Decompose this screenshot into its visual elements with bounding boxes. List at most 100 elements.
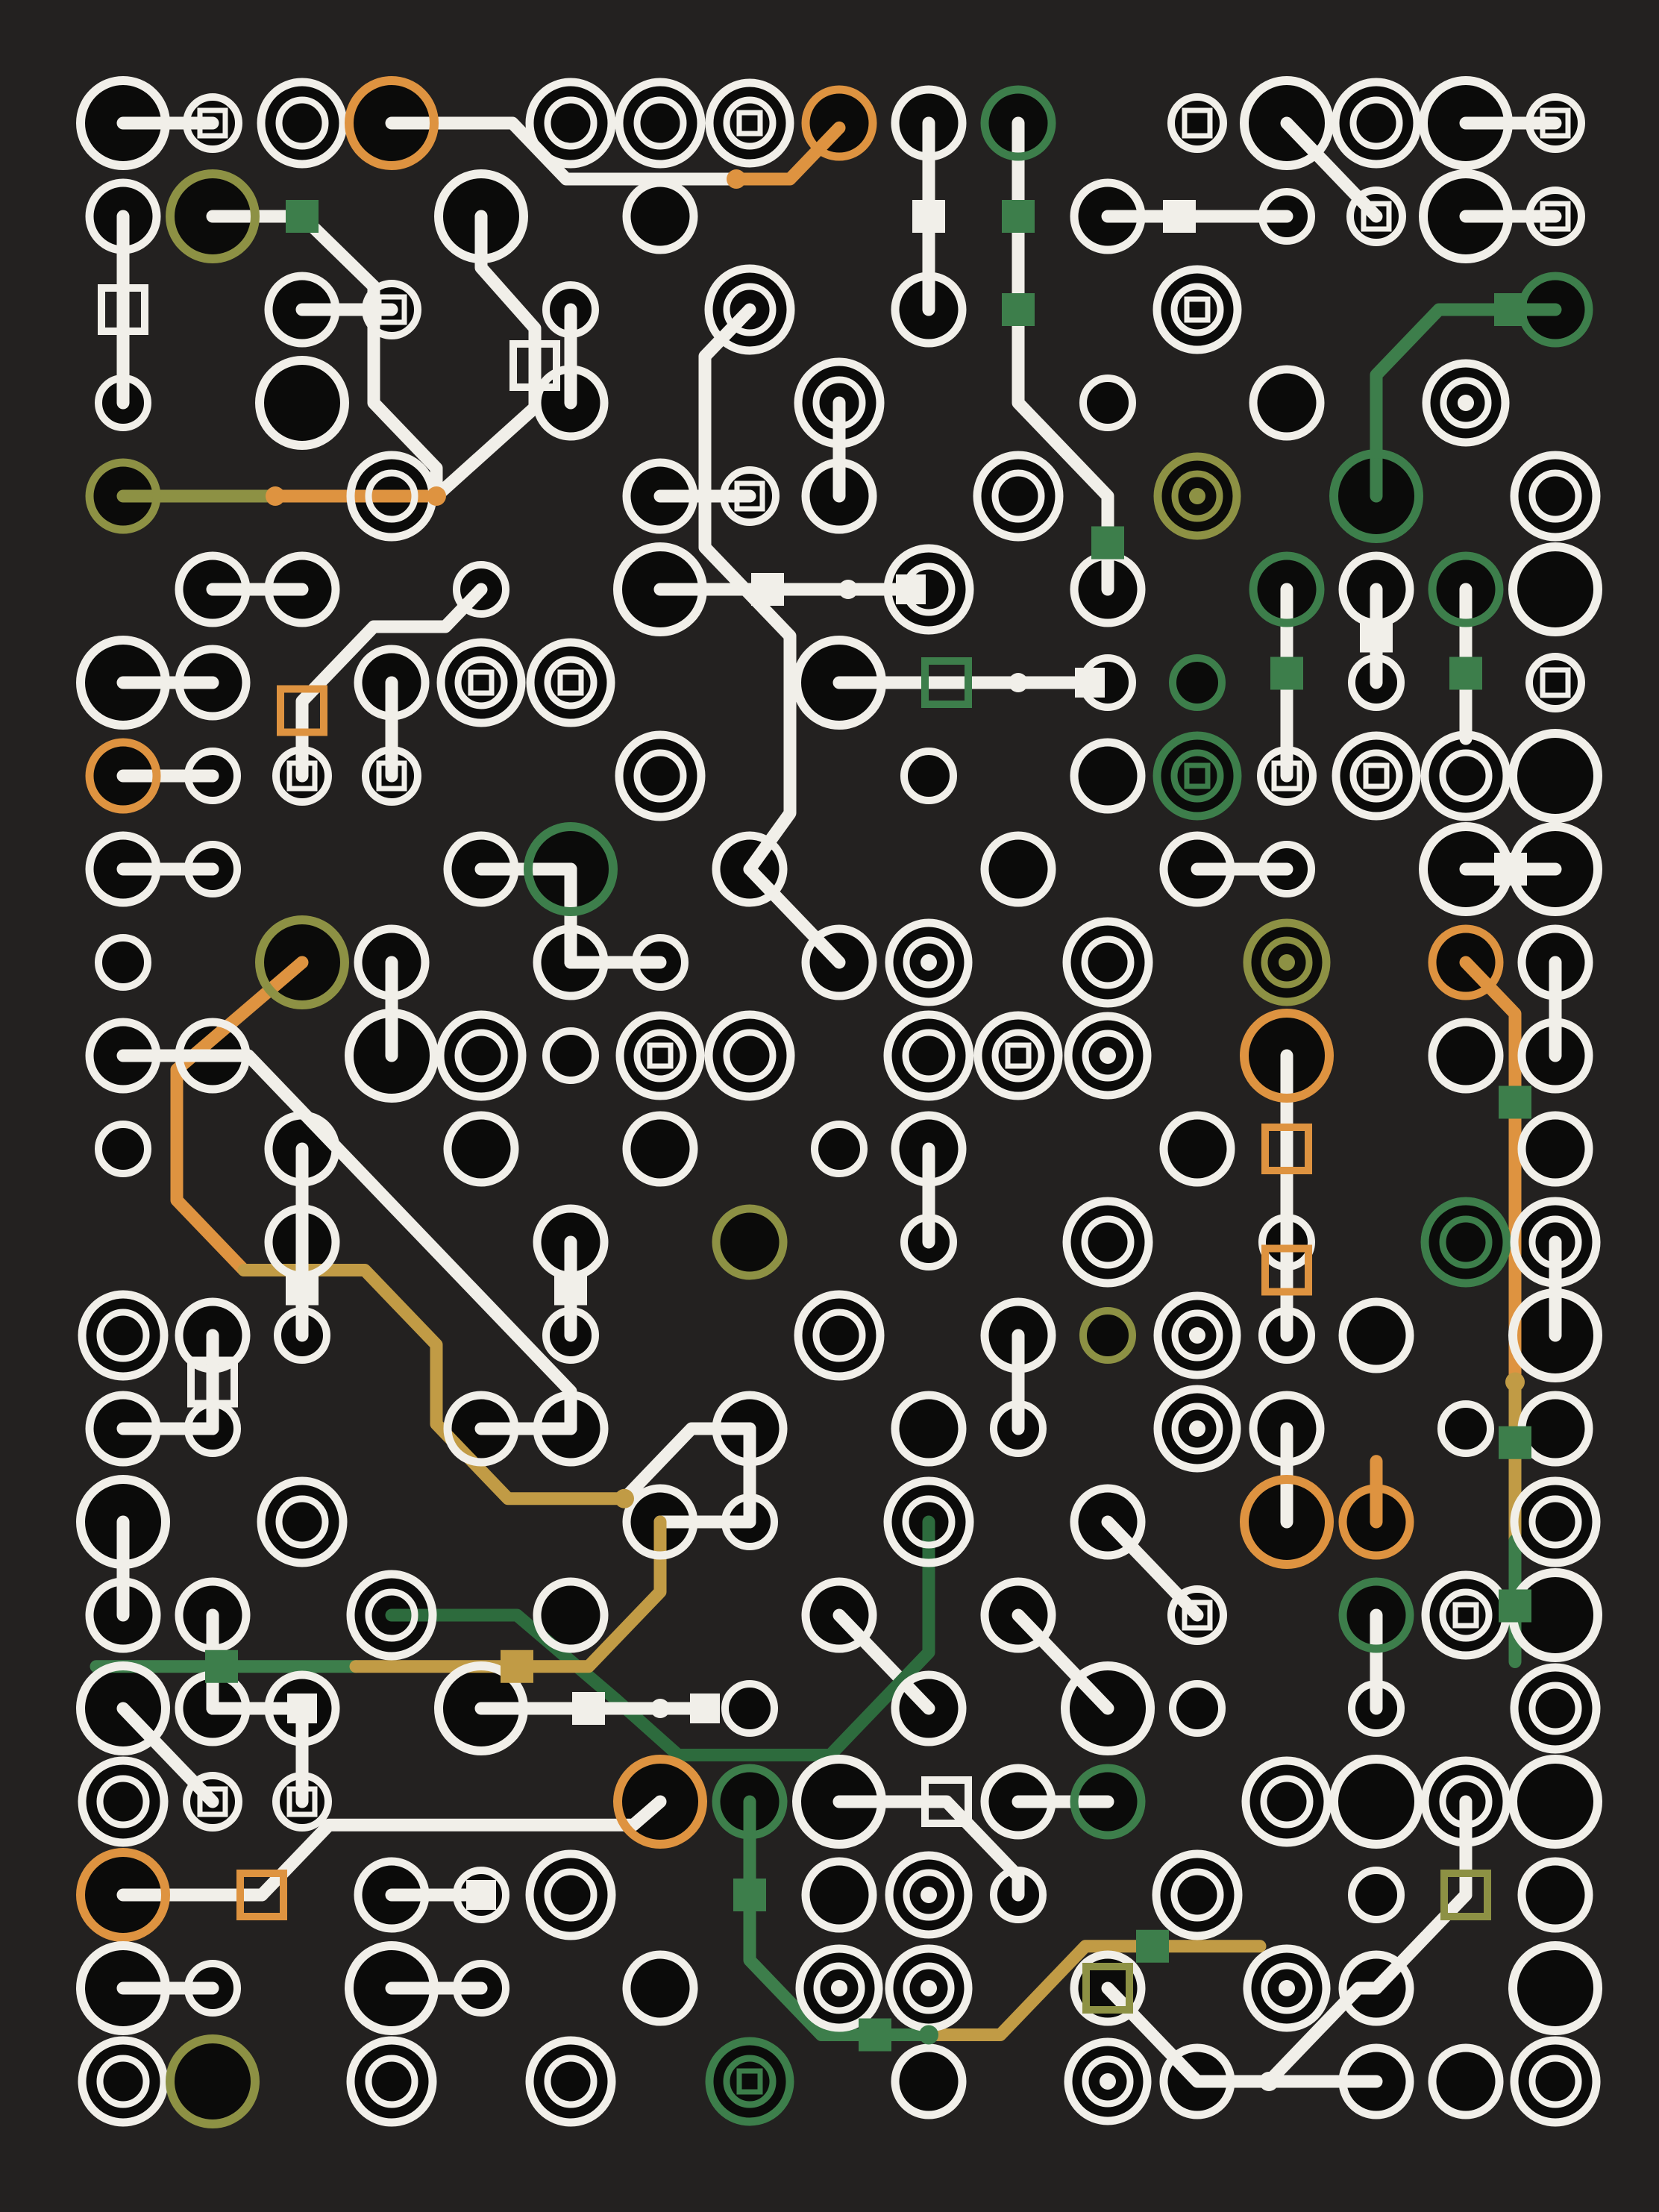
pad-disc (980, 831, 1056, 907)
hollow-component-square (277, 685, 327, 736)
pad-square-hole (286, 760, 318, 792)
pad-ring (1243, 918, 1331, 1006)
pad-ring (622, 1484, 698, 1560)
pad-ring (175, 1018, 251, 1094)
pad-ring (705, 2037, 794, 2126)
pad-disc (526, 638, 615, 727)
pad-ring (1153, 1291, 1241, 1379)
pad-ring (615, 730, 706, 821)
pad-disc (1152, 265, 1242, 354)
pad-disc (900, 748, 957, 804)
pad-ring (354, 645, 430, 721)
pad-ring (1508, 1288, 1602, 1382)
pad-ring (524, 822, 618, 916)
pad-ring (345, 1009, 439, 1103)
pad-inner-ring (1171, 1403, 1223, 1455)
pad-ring (362, 280, 421, 339)
smd-square (1002, 293, 1035, 326)
pad-disc (811, 1121, 868, 1177)
pad-disc (1421, 1570, 1511, 1660)
smd-square (1270, 657, 1303, 690)
pad-disc (78, 2036, 169, 2127)
pad-ring (1338, 2043, 1414, 2119)
smd-square (1499, 1085, 1531, 1119)
pad-disc (257, 78, 348, 169)
pad-inner-ring (365, 2055, 418, 2108)
pad-inner-ring (1439, 1775, 1493, 1829)
pad-ring (1338, 1577, 1414, 1653)
pad-ring (166, 2034, 260, 2128)
pad-center-dot (1100, 2073, 1116, 2090)
pad-ring (354, 924, 430, 1000)
pad-inner-ring (1261, 1962, 1313, 2014)
pad-ring (1243, 1944, 1331, 2032)
pad-square-hole (1540, 201, 1571, 232)
pad-center-dot (921, 1980, 937, 1996)
marker-layer (98, 169, 1531, 2091)
pad-ring (78, 1290, 169, 1381)
pad-inner-ring (1439, 1215, 1493, 1269)
smd-square (572, 1692, 605, 1725)
pad-ring (1510, 1197, 1601, 1288)
trace-junction-bead (1259, 2072, 1279, 2091)
pad-disc (436, 1010, 527, 1101)
pad-disc (1331, 78, 1422, 169)
pad-ring (264, 272, 340, 348)
pad-center-dot (1189, 1327, 1205, 1344)
smd-square (286, 1272, 319, 1306)
pad-square-hole (734, 480, 765, 512)
pad-ring (1419, 169, 1513, 263)
pad-ring (1152, 1849, 1243, 1940)
pad-ring (1079, 375, 1136, 431)
pad-square-hole (1184, 296, 1211, 323)
pad-ring (615, 78, 706, 169)
trace (730, 121, 846, 186)
pad-ring (801, 458, 877, 534)
trace-junction-bead (427, 486, 446, 506)
trace-junction-bead (650, 1699, 670, 1718)
pad-ring (980, 831, 1056, 907)
trace-end-cap-square (287, 1694, 317, 1723)
pad-disc (95, 934, 151, 991)
pad-inner-ring (633, 1029, 687, 1082)
trace (116, 1702, 219, 1808)
hollow-component-square (509, 340, 560, 391)
pad-ring (436, 1010, 527, 1101)
smd-square (205, 1649, 238, 1683)
pad-ring (1419, 76, 1513, 170)
pad-center-dot (1279, 954, 1295, 971)
pad-inner-ring (723, 1029, 777, 1082)
trace (385, 1515, 935, 1761)
pad-disc (615, 1011, 705, 1100)
pad-ring (175, 1297, 251, 1373)
smd-square (1091, 526, 1124, 560)
trace (295, 583, 488, 783)
pad-ring (973, 1011, 1063, 1100)
pad-ring (704, 1010, 795, 1101)
pad-inner-ring (1439, 1588, 1493, 1642)
pad-ring (85, 1018, 161, 1094)
pad-inner-ring (454, 1029, 508, 1082)
pad-inner-ring (902, 1029, 956, 1082)
pad-ring (345, 1941, 439, 2035)
pad-ring (1240, 76, 1334, 170)
pad-square-hole (1271, 760, 1302, 792)
pad-ring (362, 746, 421, 806)
pad-disc (622, 1111, 698, 1187)
pad-disc (1169, 654, 1226, 711)
trace (116, 1049, 577, 1435)
pad-ring-layer (76, 76, 1602, 2128)
pad-inner-ring (1528, 1682, 1582, 1735)
pad-square-hole (1363, 762, 1390, 789)
pad-disc (1420, 730, 1511, 821)
hollow-component-square (1261, 1244, 1312, 1296)
pad-ring (705, 78, 794, 168)
pad-ring (900, 748, 957, 804)
pad-square-hole (557, 669, 584, 696)
pad-ring (1517, 1857, 1593, 1933)
pad-inner-ring (903, 1869, 955, 1921)
hollow-component-square (98, 284, 148, 335)
pad-ring (1517, 924, 1593, 1000)
trace-junction-bead (838, 580, 858, 599)
pad-ring (1517, 1018, 1593, 1094)
